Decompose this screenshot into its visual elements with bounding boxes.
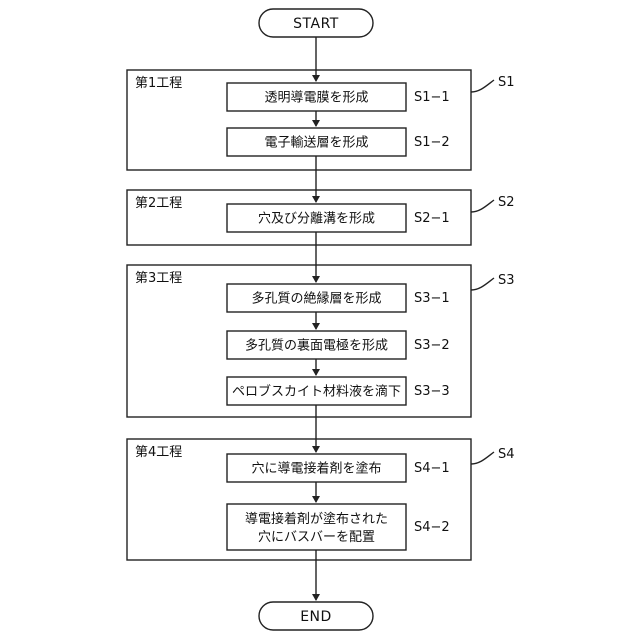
step-s1-2-id: S1−2: [414, 135, 450, 150]
step-s4-2-text-line-1: 導電接着剤が塗布された: [245, 511, 388, 527]
end-label: END: [300, 609, 332, 625]
stage-3-leader-line: [471, 278, 494, 290]
step-s3-1-id: S3−1: [414, 291, 450, 306]
stage-4-ref: S4: [498, 447, 515, 462]
stage-1-ref: S1: [498, 75, 515, 90]
step-s1-1-text: 透明導電膜を形成: [264, 91, 368, 106]
stage-4: 第4工程 S4 穴に導電接着剤を塗布 S4−1 導電接着剤が塗布された 穴にバス…: [127, 439, 515, 560]
step-s3-1-text: 多孔質の絶縁層を形成: [251, 291, 381, 307]
stage-2-leader-line: [471, 200, 494, 212]
stage-2-label: 第2工程: [135, 196, 182, 211]
stage-3-label: 第3工程: [135, 271, 182, 286]
stage-3-ref: S3: [498, 273, 515, 288]
step-s4-2-text-line-2: 穴にバスバーを配置: [258, 530, 375, 545]
step-s1-1-id: S1−1: [414, 90, 450, 105]
step-s3-3-id: S3−3: [414, 384, 450, 399]
step-s2-1-id: S2−1: [414, 211, 450, 226]
stage-1: 第1工程 S1 透明導電膜を形成 S1−1 電子輸送層を形成 S1−2: [127, 70, 515, 170]
step-s4-1-id: S4−1: [414, 461, 450, 476]
start-label: START: [293, 16, 339, 32]
stage-1-label: 第1工程: [135, 76, 182, 91]
stage-4-label: 第4工程: [135, 445, 182, 460]
start-terminal: START: [259, 9, 373, 37]
stage-2: 第2工程 S2 穴及び分離溝を形成 S2−1: [127, 190, 515, 245]
stage-2-ref: S2: [498, 195, 515, 210]
step-s2-1-text: 穴及び分離溝を形成: [258, 212, 375, 227]
stage-3: 第3工程 S3 多孔質の絶縁層を形成 S3−1 多孔質の裏面電極を形成 S3−2…: [127, 265, 515, 417]
step-s3-3-text: ペロブスカイト材料液を滴下: [232, 384, 401, 400]
step-s4-1-text: 穴に導電接着剤を塗布: [251, 461, 381, 477]
step-s4-2-id: S4−2: [414, 520, 450, 535]
step-s3-2-text: 多孔質の裏面電極を形成: [245, 338, 388, 354]
step-s1-2-text: 電子輸送層を形成: [264, 136, 368, 151]
stage-1-leader-line: [471, 80, 494, 92]
stage-4-leader-line: [471, 452, 494, 464]
end-terminal: END: [259, 602, 373, 630]
step-s3-2-id: S3−2: [414, 338, 450, 353]
